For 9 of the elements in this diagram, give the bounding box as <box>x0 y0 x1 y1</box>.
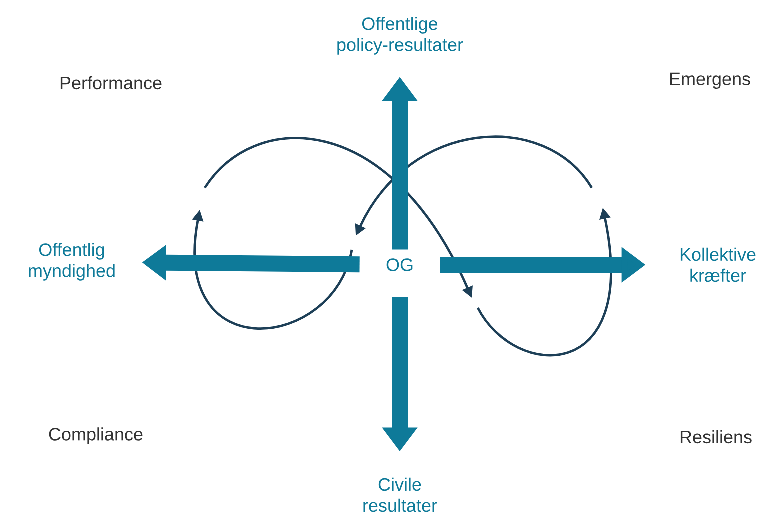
axis-label: Offentlig myndighed <box>29 243 115 281</box>
quadrant-label: Performance <box>60 76 162 90</box>
axis-label: OG <box>386 258 413 272</box>
axis-label: Offentlige policy-resultater <box>338 17 464 55</box>
quadrant-label: Resiliens <box>680 430 752 444</box>
axis-label: Kollektive kræfter <box>680 248 756 282</box>
quadrant-label: Compliance <box>49 428 143 444</box>
axis-label: Civile resultater <box>364 478 438 512</box>
quadrant-label: Emergens <box>670 72 750 90</box>
